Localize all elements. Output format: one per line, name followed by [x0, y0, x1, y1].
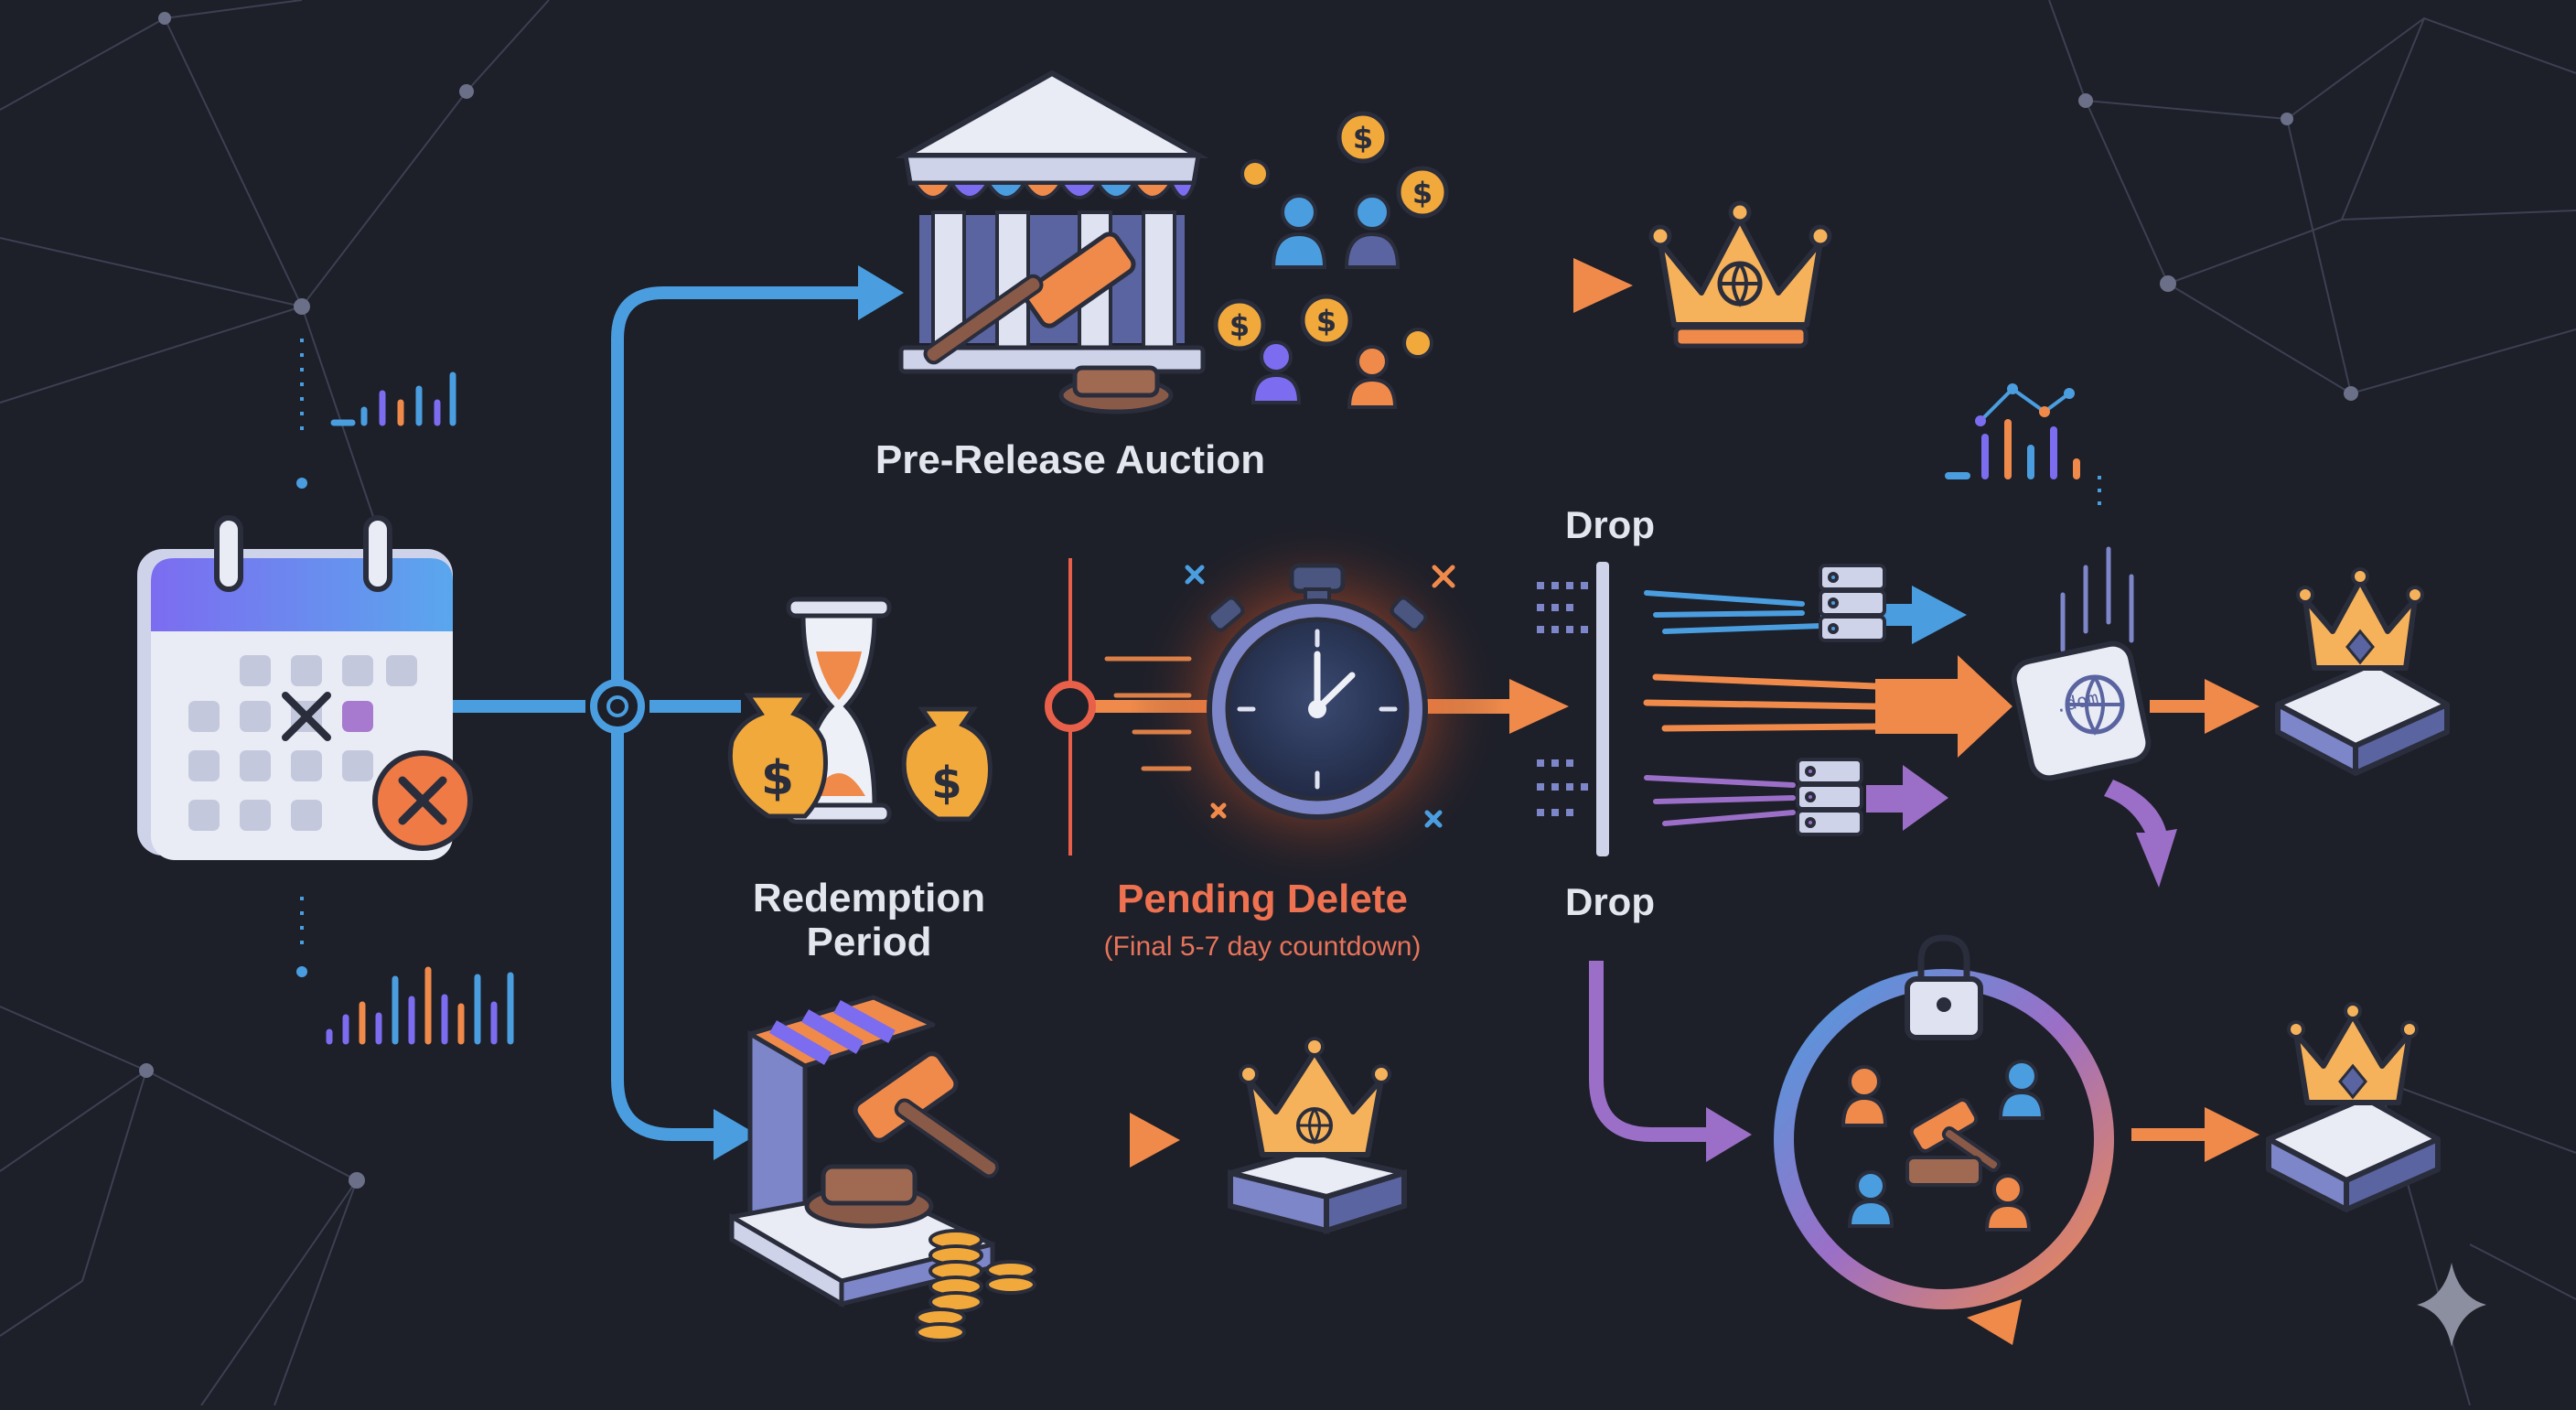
pending-delete-subtitle: (Final 5-7 day countdown)	[1103, 931, 1422, 962]
pending-delete-label: Pending Delete	[1117, 877, 1408, 921]
lock-icon	[1905, 934, 1983, 1040]
drop-label-bottom: Drop	[1565, 880, 1655, 923]
server-icon	[1796, 758, 1863, 836]
bar-chart-icon	[296, 897, 514, 1045]
flow-arrowheads	[714, 258, 2259, 1168]
crown-globe-icon	[1228, 1037, 1407, 1235]
crowd-bidders-icon	[1250, 194, 1401, 409]
server-icon	[1819, 564, 1886, 642]
drop-streams	[1643, 586, 2012, 831]
stopwatch-icon	[1104, 517, 1505, 892]
flow-connectors	[448, 278, 2214, 1147]
crown-server-icon	[2266, 1002, 2441, 1212]
svg-text:$: $	[1316, 304, 1336, 339]
domain-tile-icon	[2011, 546, 2177, 888]
svg-text:$: $	[1353, 121, 1373, 156]
drop-label-top: Drop	[1565, 503, 1655, 546]
network-nodes	[139, 12, 2358, 1189]
svg-text:$: $	[761, 751, 794, 806]
money-bag-icon: $	[727, 693, 828, 819]
pre-release-auction-label: Pre-Release Auction	[875, 437, 1266, 482]
crown-server-icon	[2275, 567, 2450, 776]
coin-stack-icon	[915, 1229, 1036, 1342]
crowd-bidders-icon	[1841, 1060, 2045, 1232]
redemption-period-label: Redemption Period	[695, 877, 1043, 964]
bar-chart-icon	[296, 339, 456, 489]
crown-globe-icon	[1648, 200, 1832, 349]
money-bag-icon: $	[901, 706, 993, 822]
bank-auction-icon	[895, 70, 1209, 414]
calendar-x-icon	[137, 515, 473, 860]
svg-text:$: $	[1229, 308, 1250, 343]
redemption-label-line2: Period	[806, 920, 932, 964]
svg-text:$: $	[931, 758, 961, 809]
flow-junction-node	[590, 679, 645, 734]
bar-chart-icon	[1945, 383, 2101, 512]
gavel-icon	[923, 231, 1174, 414]
flow-junction-node	[1045, 681, 1096, 732]
market-stall-gavel-icon	[729, 995, 1000, 1308]
sparkle-icon	[2417, 1263, 2486, 1347]
svg-text:$: $	[1412, 176, 1433, 210]
dollar-coin-icon: $ $ $ $	[1213, 111, 1449, 359]
drop-barrier	[1537, 562, 1609, 856]
redemption-label-line1: Redemption	[752, 876, 986, 920]
